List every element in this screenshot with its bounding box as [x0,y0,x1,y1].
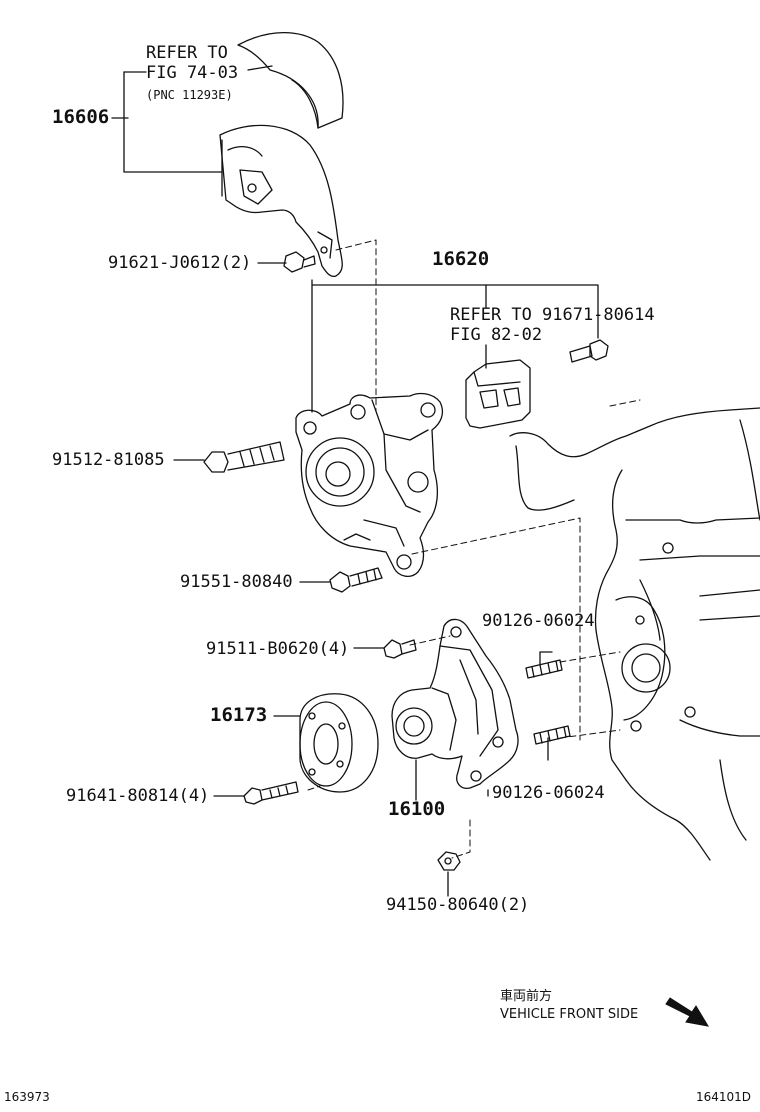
part-91511-label: 91511-B0620(4) [206,639,350,659]
refer-fig74-line1: REFER TO [146,43,228,63]
part-94150-label: 94150-80640(2) [386,895,530,915]
refer-fig74-line2: FIG 74-03 [146,63,239,83]
footer-right-code: 164101D [696,1090,752,1104]
footer-left-code: 163973 [4,1090,50,1104]
part-16606-label: 16606 [52,106,110,128]
part-91671-label: 91671-80614 [542,305,655,325]
upper-cover-shape [237,31,344,129]
refer-fig82-line1: REFER TO [450,305,532,325]
part-91551-label: 91551-80840 [180,572,293,592]
part-16620-label: 16620 [432,248,490,270]
timing-cover-shape [219,124,343,278]
water-pump-body [391,618,519,789]
part-90126-lower-label: 90126-06024 [492,783,605,803]
pulley-shape [299,693,379,793]
engine-block-shape [509,407,760,458]
vehicle-front-jp: 車両前方 [500,989,553,1004]
tensioner-body [295,392,444,578]
part-16173-label: 16173 [210,704,268,726]
part-90126-upper-label: 90126-06024 [482,611,595,631]
part-16100-label: 16100 [388,798,446,820]
part-91641-label: 91641-80814(4) [66,786,210,806]
refer-fig82-line2: FIG 82-02 [450,325,543,345]
vehicle-front-en: VEHICLE FRONT SIDE [500,1007,639,1022]
arrow-right-down-icon [665,997,709,1027]
part-91512-label: 91512-81085 [52,450,165,470]
part-91621-label: 91621-J0612(2) [108,253,252,273]
refer-fig74-pnc: (PNC 11293E) [146,88,233,102]
bracket-shape [465,359,531,429]
